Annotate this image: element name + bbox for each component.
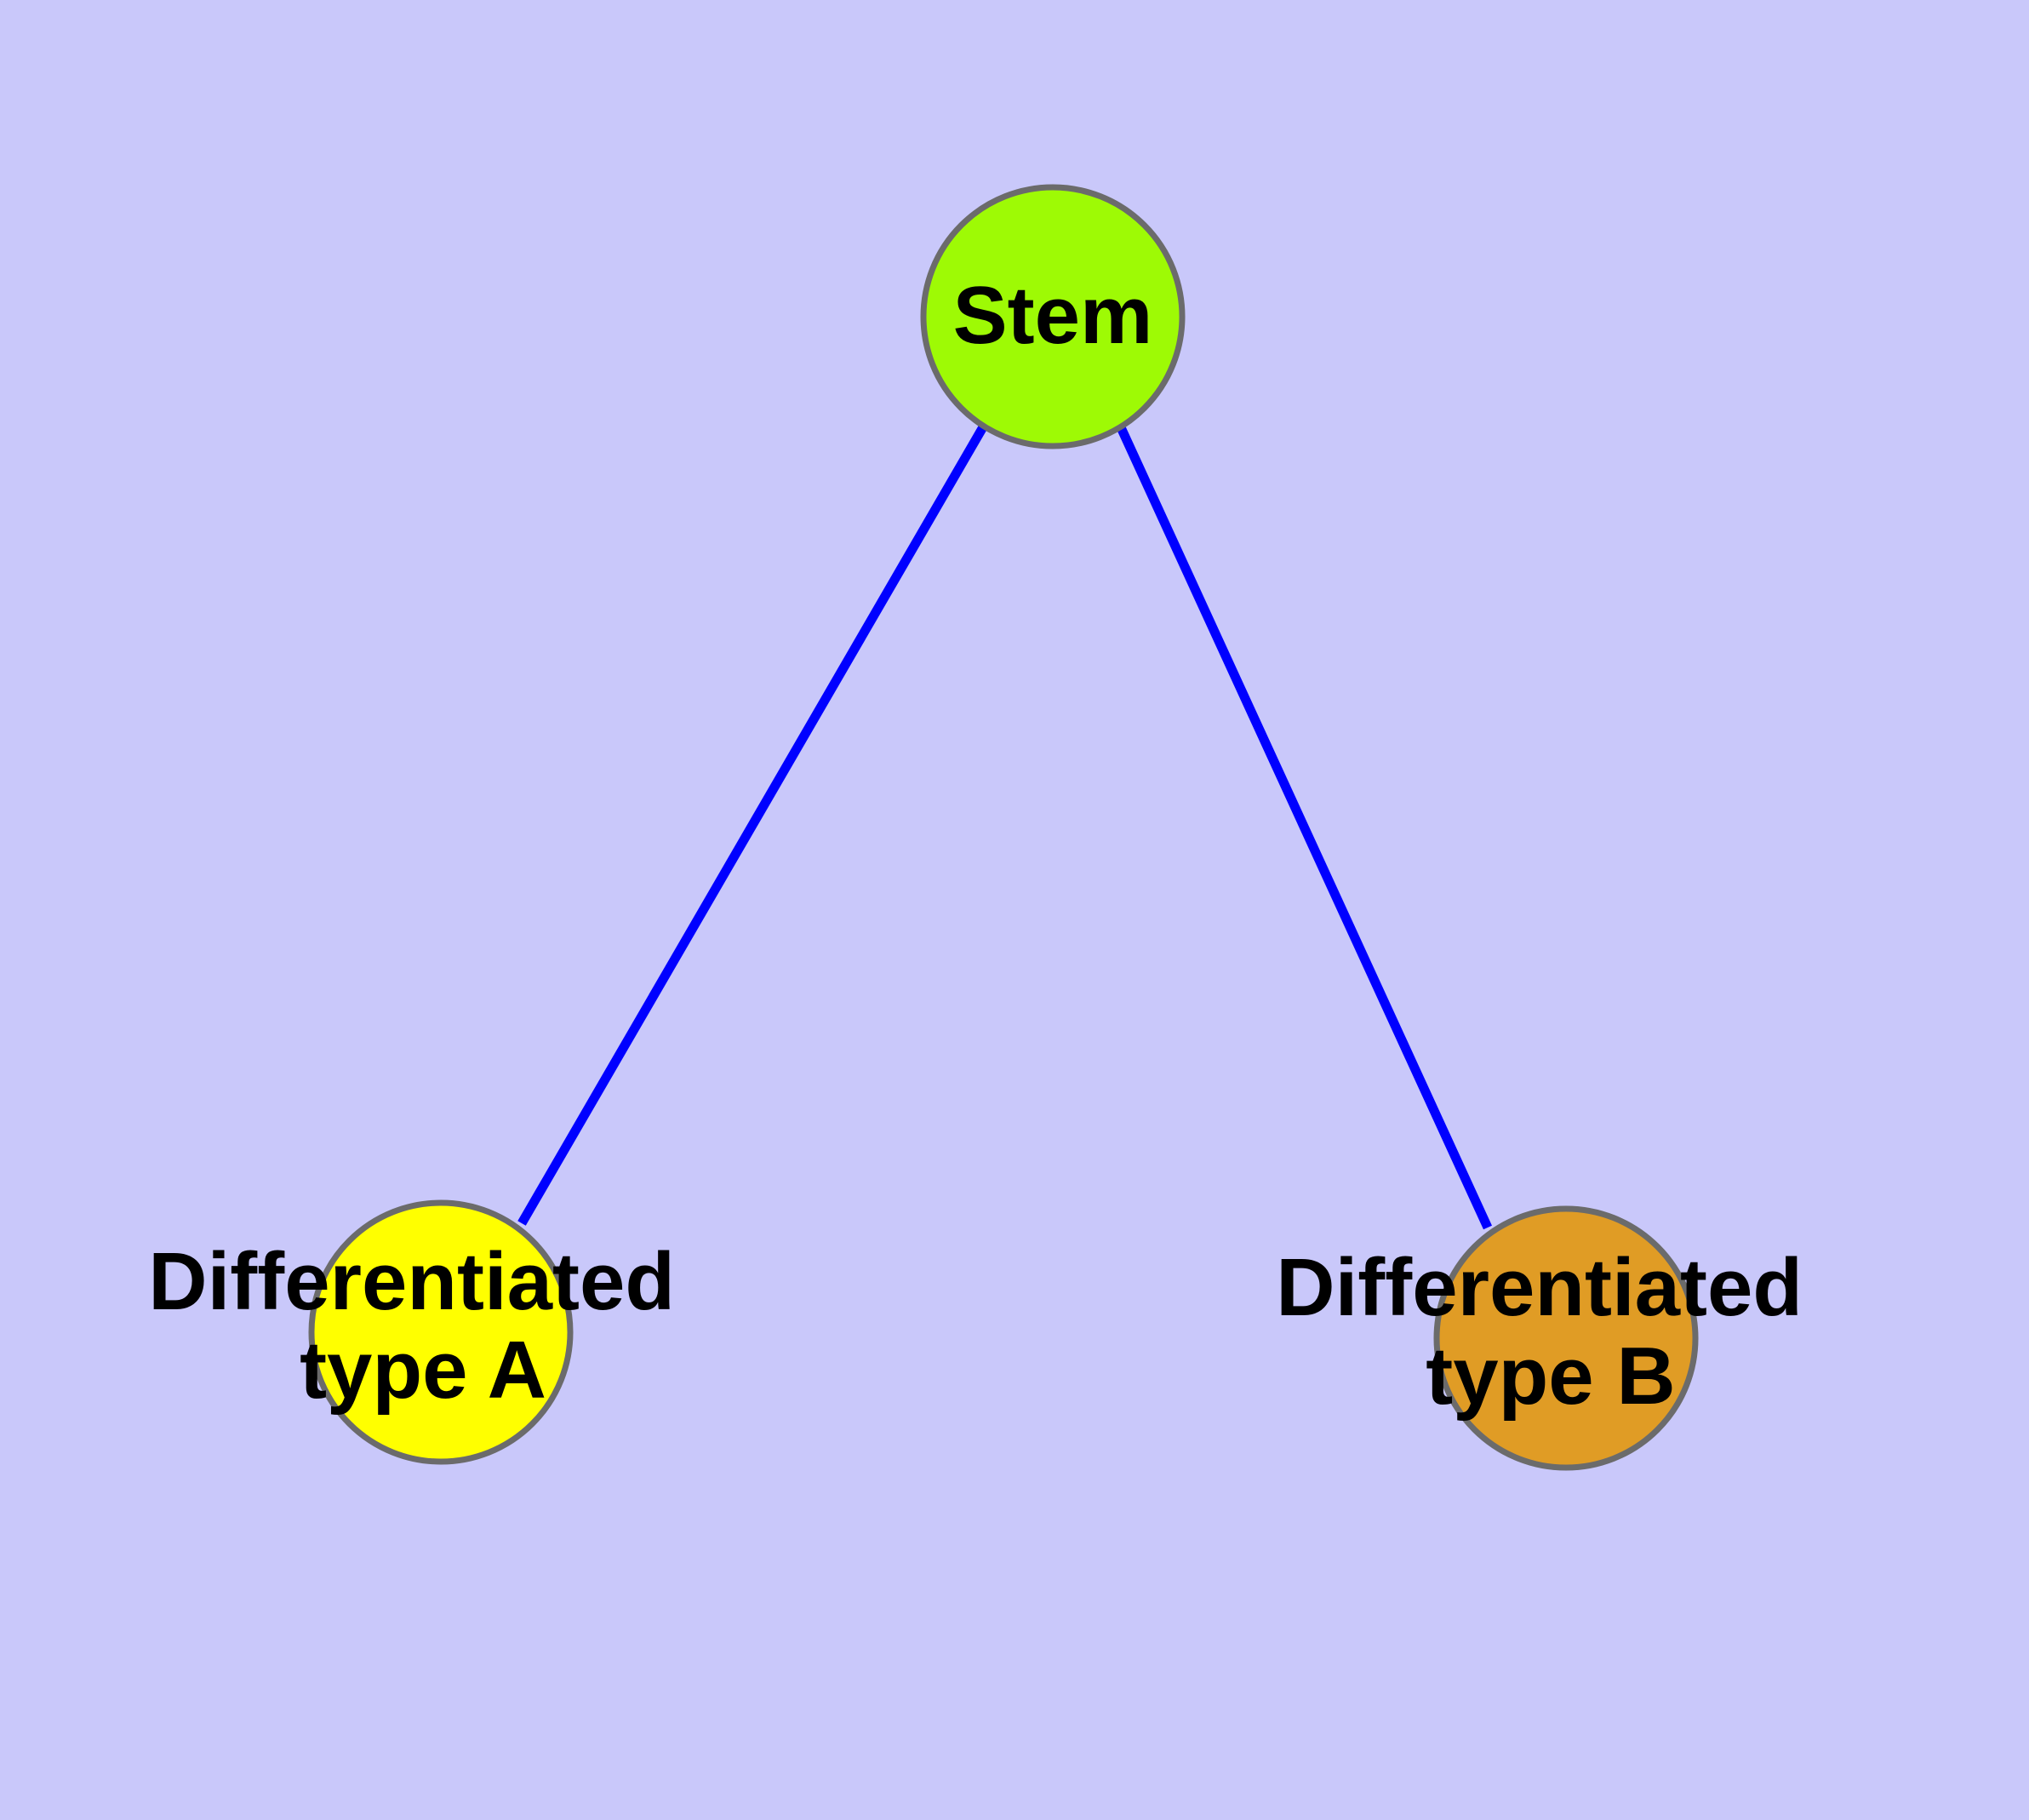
edge-stem-to-differentiated-type-a[interactable] <box>517 423 988 1226</box>
node-differentiated-type-a-circle[interactable] <box>308 1199 574 1465</box>
node-differentiated-type-b-label: Differentiated type B <box>1276 1243 1825 1422</box>
node-differentiated-type-a-label: Differentiated type A <box>148 1237 697 1417</box>
node-differentiated-type-a-label-line1: Differentiated <box>148 1237 675 1328</box>
node-stem-label: Stem <box>953 270 1153 361</box>
node-stem-label-line1: Stem <box>953 270 1153 361</box>
label-layer: Stem Differentiated type A Differentiate… <box>148 270 1825 1422</box>
edge-layer <box>517 423 1492 1230</box>
node-layer <box>308 184 1699 1471</box>
node-differentiated-type-a-label-line2: type A <box>300 1325 546 1416</box>
edge-stem-to-differentiated-type-b[interactable] <box>1116 423 1492 1230</box>
node-differentiated-type-b-label-line1: Differentiated <box>1276 1243 1803 1334</box>
node-stem-circle[interactable] <box>920 184 1186 449</box>
node-differentiated-type-b-label-line2: type B <box>1426 1331 1675 1422</box>
node-differentiated-type-b-circle[interactable] <box>1433 1205 1699 1471</box>
